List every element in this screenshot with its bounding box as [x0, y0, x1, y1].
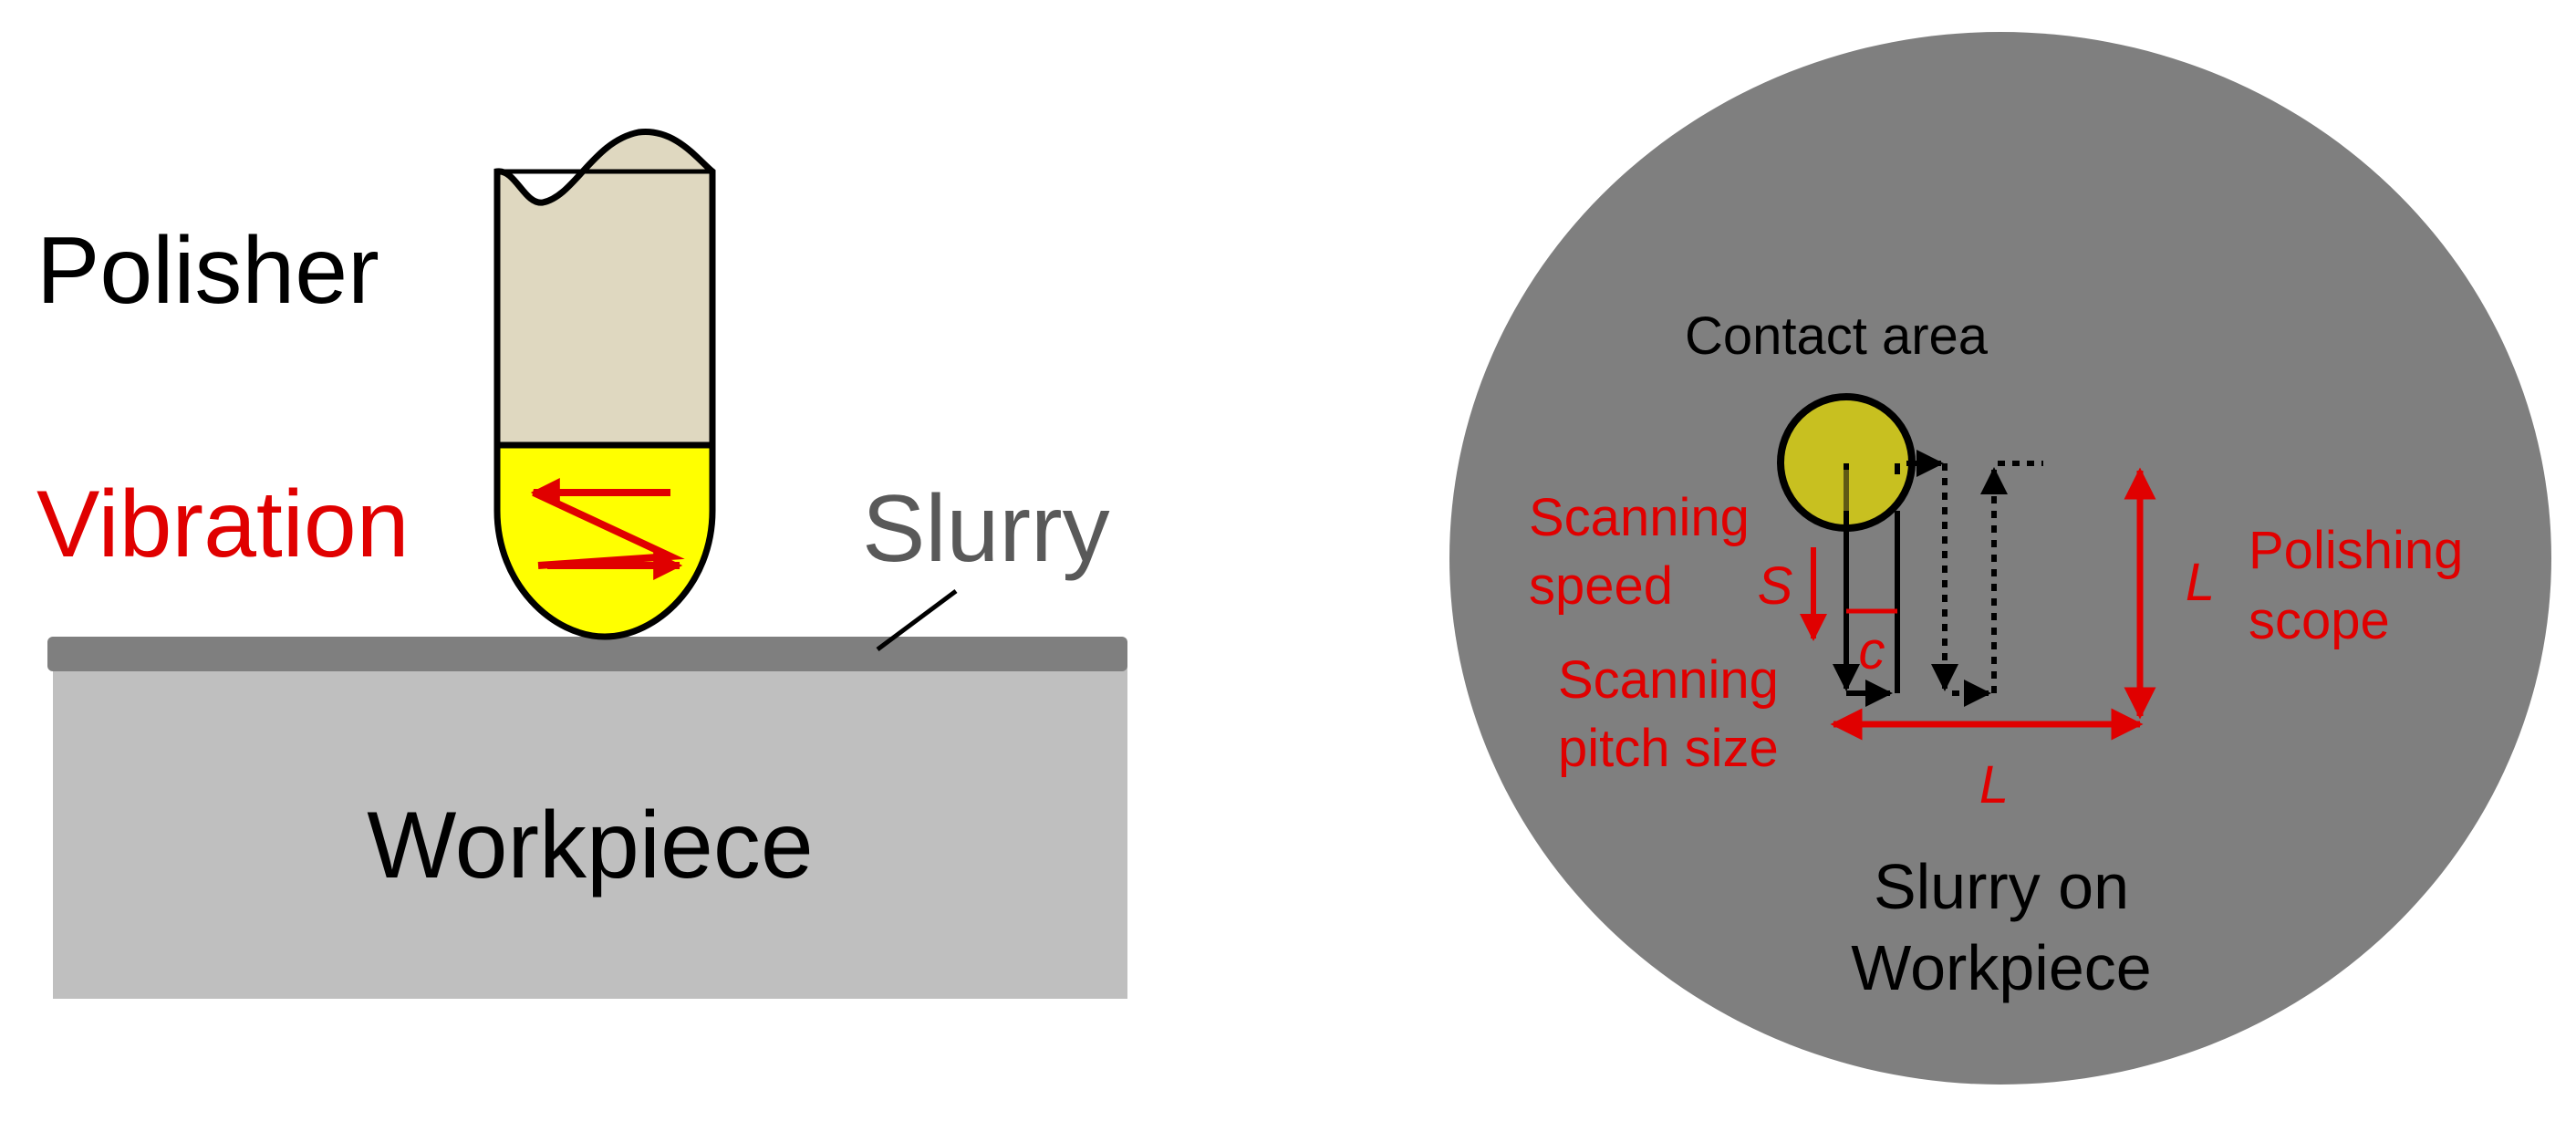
vibration-zigzag-arrow: [532, 489, 685, 569]
scan-path-dotted: [1931, 461, 2043, 707]
side-view-panel: Polisher Vibration Slurry Workpiece: [36, 129, 1127, 999]
scanning-pitch-label-line1: Scanning: [1558, 650, 1779, 710]
workpiece-disk: [1449, 32, 2551, 1085]
slurry-label: Slurry: [862, 476, 1110, 582]
polisher-tool: [493, 129, 716, 640]
top-view-panel: Contact area c S L L Scanning s: [1449, 32, 2551, 1085]
scanning-speed-label-line1: Scanning: [1529, 488, 1750, 547]
polisher-body: [493, 129, 716, 449]
scope-symbol-horizontal: L: [1979, 755, 2009, 815]
speed-symbol: S: [1758, 556, 1793, 616]
pitch-symbol: c: [1859, 621, 1885, 680]
polisher-tip: [493, 441, 716, 640]
scanning-speed-label-line2: speed: [1529, 556, 1673, 616]
contact-area-label: Contact area: [1685, 306, 1989, 366]
vibration-label: Vibration: [36, 472, 410, 577]
polishing-scope-label-line1: Polishing: [2249, 521, 2463, 580]
slurry-on-workpiece-line2: Workpiece: [1851, 932, 2151, 1003]
slurry-leader-line: [876, 588, 958, 652]
scanning-pitch-label-line2: pitch size: [1558, 719, 1779, 778]
polisher-label: Polisher: [36, 218, 379, 324]
scope-symbol-vertical: L: [2186, 553, 2215, 612]
slurry-layer: [47, 637, 1127, 671]
slurry-on-workpiece-line1: Slurry on: [1874, 851, 2129, 922]
scan-path-solid: [1833, 450, 1944, 707]
workpiece-block: [53, 666, 1127, 999]
workpiece-label: Workpiece: [367, 793, 813, 898]
polishing-scope-label-line2: scope: [2249, 591, 2390, 650]
